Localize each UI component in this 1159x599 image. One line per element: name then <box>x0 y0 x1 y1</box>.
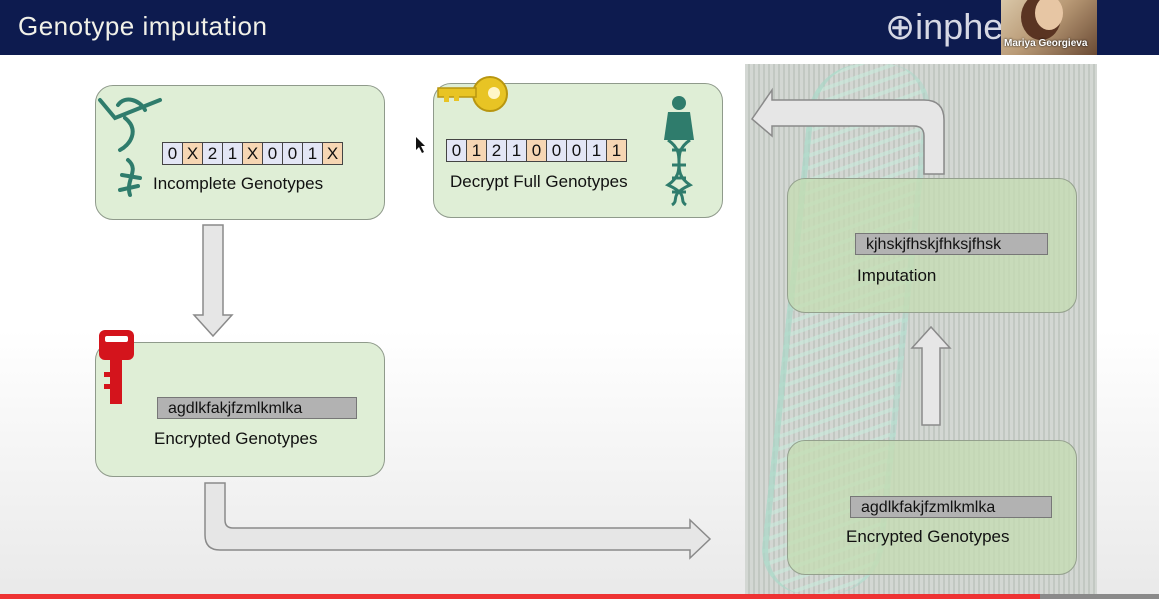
encrypted-genotypes-server-label: Encrypted Genotypes <box>846 527 1010 546</box>
imputation-label: Imputation <box>857 266 937 285</box>
video-progress-bar[interactable] <box>0 594 1159 599</box>
full-genotype-cells: 0 1 2 1 0 0 0 1 1 <box>446 139 627 162</box>
genotype-cell: X <box>242 142 263 165</box>
mouse-cursor-icon <box>416 137 425 153</box>
genotype-cell: 1 <box>606 139 627 162</box>
presenter-webcam: Mariya Georgieva <box>1001 0 1097 55</box>
slide-title: Genotype imputation <box>18 11 268 41</box>
genotype-cell: X <box>322 142 343 165</box>
genotype-cell: 0 <box>546 139 567 162</box>
encrypted-genotypes-client-label: Encrypted Genotypes <box>154 429 318 448</box>
arrow-down-encrypt <box>192 224 234 338</box>
decrypt-genotypes-label: Decrypt Full Genotypes <box>450 172 628 191</box>
video-progress-fill <box>0 594 1040 599</box>
genotype-cell: X <box>182 142 203 165</box>
genotype-cell: 0 <box>282 142 303 165</box>
arrow-up-imputation <box>910 325 952 426</box>
slide-title-bar: Genotype imputation ⊕inpher <box>0 0 1159 55</box>
incomplete-genotypes-label: Incomplete Genotypes <box>153 174 324 193</box>
arrow-return-to-client <box>750 87 945 175</box>
arrow-send-to-server <box>204 482 712 560</box>
presenter-name: Mariya Georgieva <box>1004 38 1088 49</box>
presenter-avatar <box>1035 0 1063 30</box>
incomplete-genotype-cells: 0 X 2 1 X 0 0 1 X <box>162 142 343 165</box>
ciphertext-client: agdlkfakjfzmlkmlka <box>157 397 357 419</box>
ciphertext-server: agdlkfakjfzmlkmlka <box>850 496 1052 518</box>
ciphertext-imputation: kjhskjfhskjfhksjfhsk <box>855 233 1048 255</box>
inpher-logo: ⊕inpher <box>885 6 1016 47</box>
